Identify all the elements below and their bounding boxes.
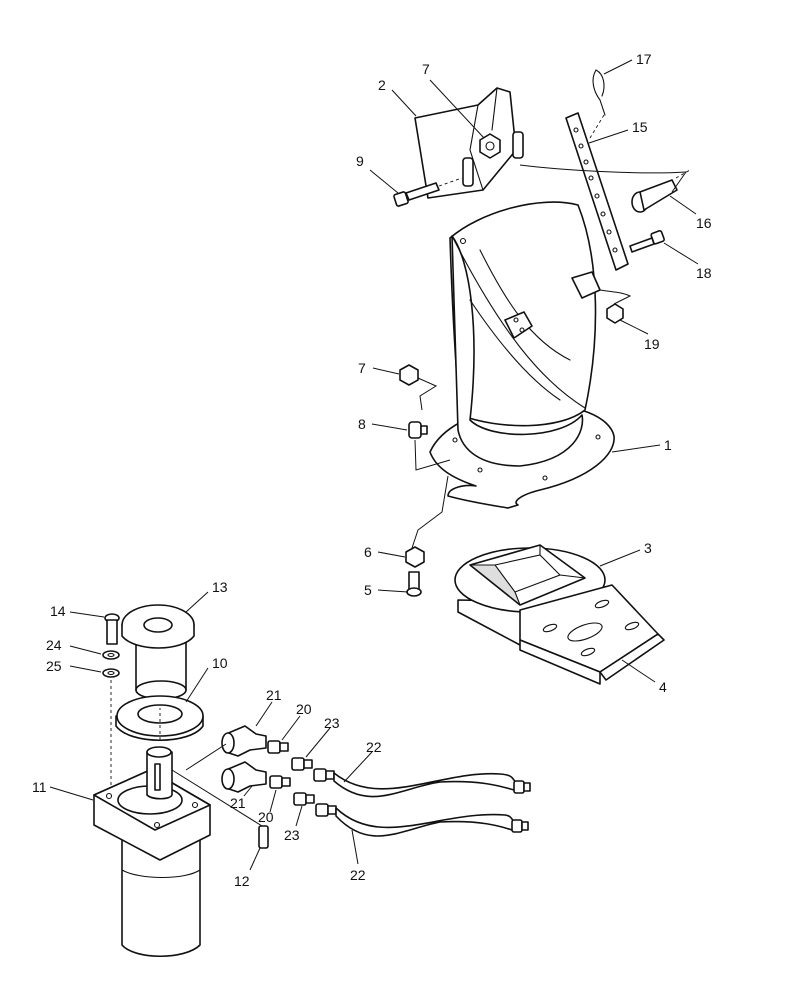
- part-adjusting-bar: [565, 112, 629, 271]
- part-bolt-14: [104, 613, 120, 645]
- callout-13: 13: [212, 579, 228, 595]
- callout-9: 9: [356, 153, 364, 169]
- callout-7-lower: 7: [358, 360, 366, 376]
- part-chute-ear: [571, 271, 632, 305]
- part-fitting-lower: [293, 792, 315, 806]
- callout-7-top: 7: [422, 61, 430, 77]
- part-deflector-bracket: [414, 87, 524, 199]
- part-large-washer: [115, 695, 204, 741]
- callout-15: 15: [632, 119, 648, 135]
- part-adapter-upper: [267, 740, 289, 754]
- callout-23-lower: 23: [284, 827, 300, 843]
- part-elbow-fitting-lower: [221, 761, 267, 793]
- callout-12: 12: [234, 873, 250, 889]
- callout-20-lower: 20: [258, 809, 274, 825]
- part-hose-lower: [315, 803, 529, 837]
- part-bolt-8: [408, 421, 451, 471]
- leader-lines: [49, 59, 699, 871]
- callout-22-lower: 22: [350, 867, 366, 883]
- part-nut-lower: [399, 364, 438, 411]
- part-hair-pin: [589, 69, 606, 139]
- part-bolt-18: [629, 230, 665, 253]
- callout-22-upper: 22: [366, 739, 382, 755]
- callout-1: 1: [664, 437, 672, 453]
- callout-21-lower: 21: [230, 795, 246, 811]
- callout-5: 5: [364, 582, 372, 598]
- callout-11: 11: [32, 779, 47, 795]
- part-nut-6: [405, 546, 425, 568]
- part-fitting-upper: [291, 757, 313, 771]
- part-bushing: [121, 604, 195, 700]
- callout-19: 19: [644, 336, 660, 352]
- callout-17: 17: [636, 51, 652, 67]
- callout-21-upper: 21: [266, 687, 282, 703]
- callout-18: 18: [696, 265, 712, 281]
- callout-labels: 1 2 3 4 5 6 7 7 8 9 10 11 12 13 14 15 16…: [32, 51, 712, 889]
- part-shaft-key: [171, 769, 269, 849]
- part-mounting-bracket: [519, 584, 665, 685]
- part-lock-washer: [102, 650, 120, 660]
- part-discharge-chute: [429, 201, 615, 509]
- callout-3: 3: [644, 540, 652, 556]
- part-hose-upper: [313, 768, 531, 798]
- callout-20-upper: 20: [296, 701, 312, 717]
- callout-10: 10: [212, 655, 228, 671]
- part-bolt-9: [393, 177, 463, 207]
- callout-8: 8: [358, 416, 366, 432]
- callout-6: 6: [364, 544, 372, 560]
- part-clevis-pin: [631, 169, 691, 213]
- callout-4: 4: [659, 679, 667, 695]
- callout-16: 16: [696, 215, 712, 231]
- callout-25: 25: [46, 658, 62, 674]
- part-hydraulic-motor: [93, 708, 211, 958]
- callout-2: 2: [378, 77, 386, 93]
- part-flat-washer: [102, 668, 120, 678]
- callout-14: 14: [50, 603, 66, 619]
- part-nut-19: [606, 303, 624, 324]
- part-elbow-fitting-upper: [185, 725, 267, 771]
- part-adapter-lower: [269, 775, 291, 789]
- callout-24: 24: [46, 637, 62, 653]
- callout-23-upper: 23: [324, 715, 340, 731]
- part-nut-top: [479, 133, 501, 159]
- part-bolt-5: [406, 571, 422, 597]
